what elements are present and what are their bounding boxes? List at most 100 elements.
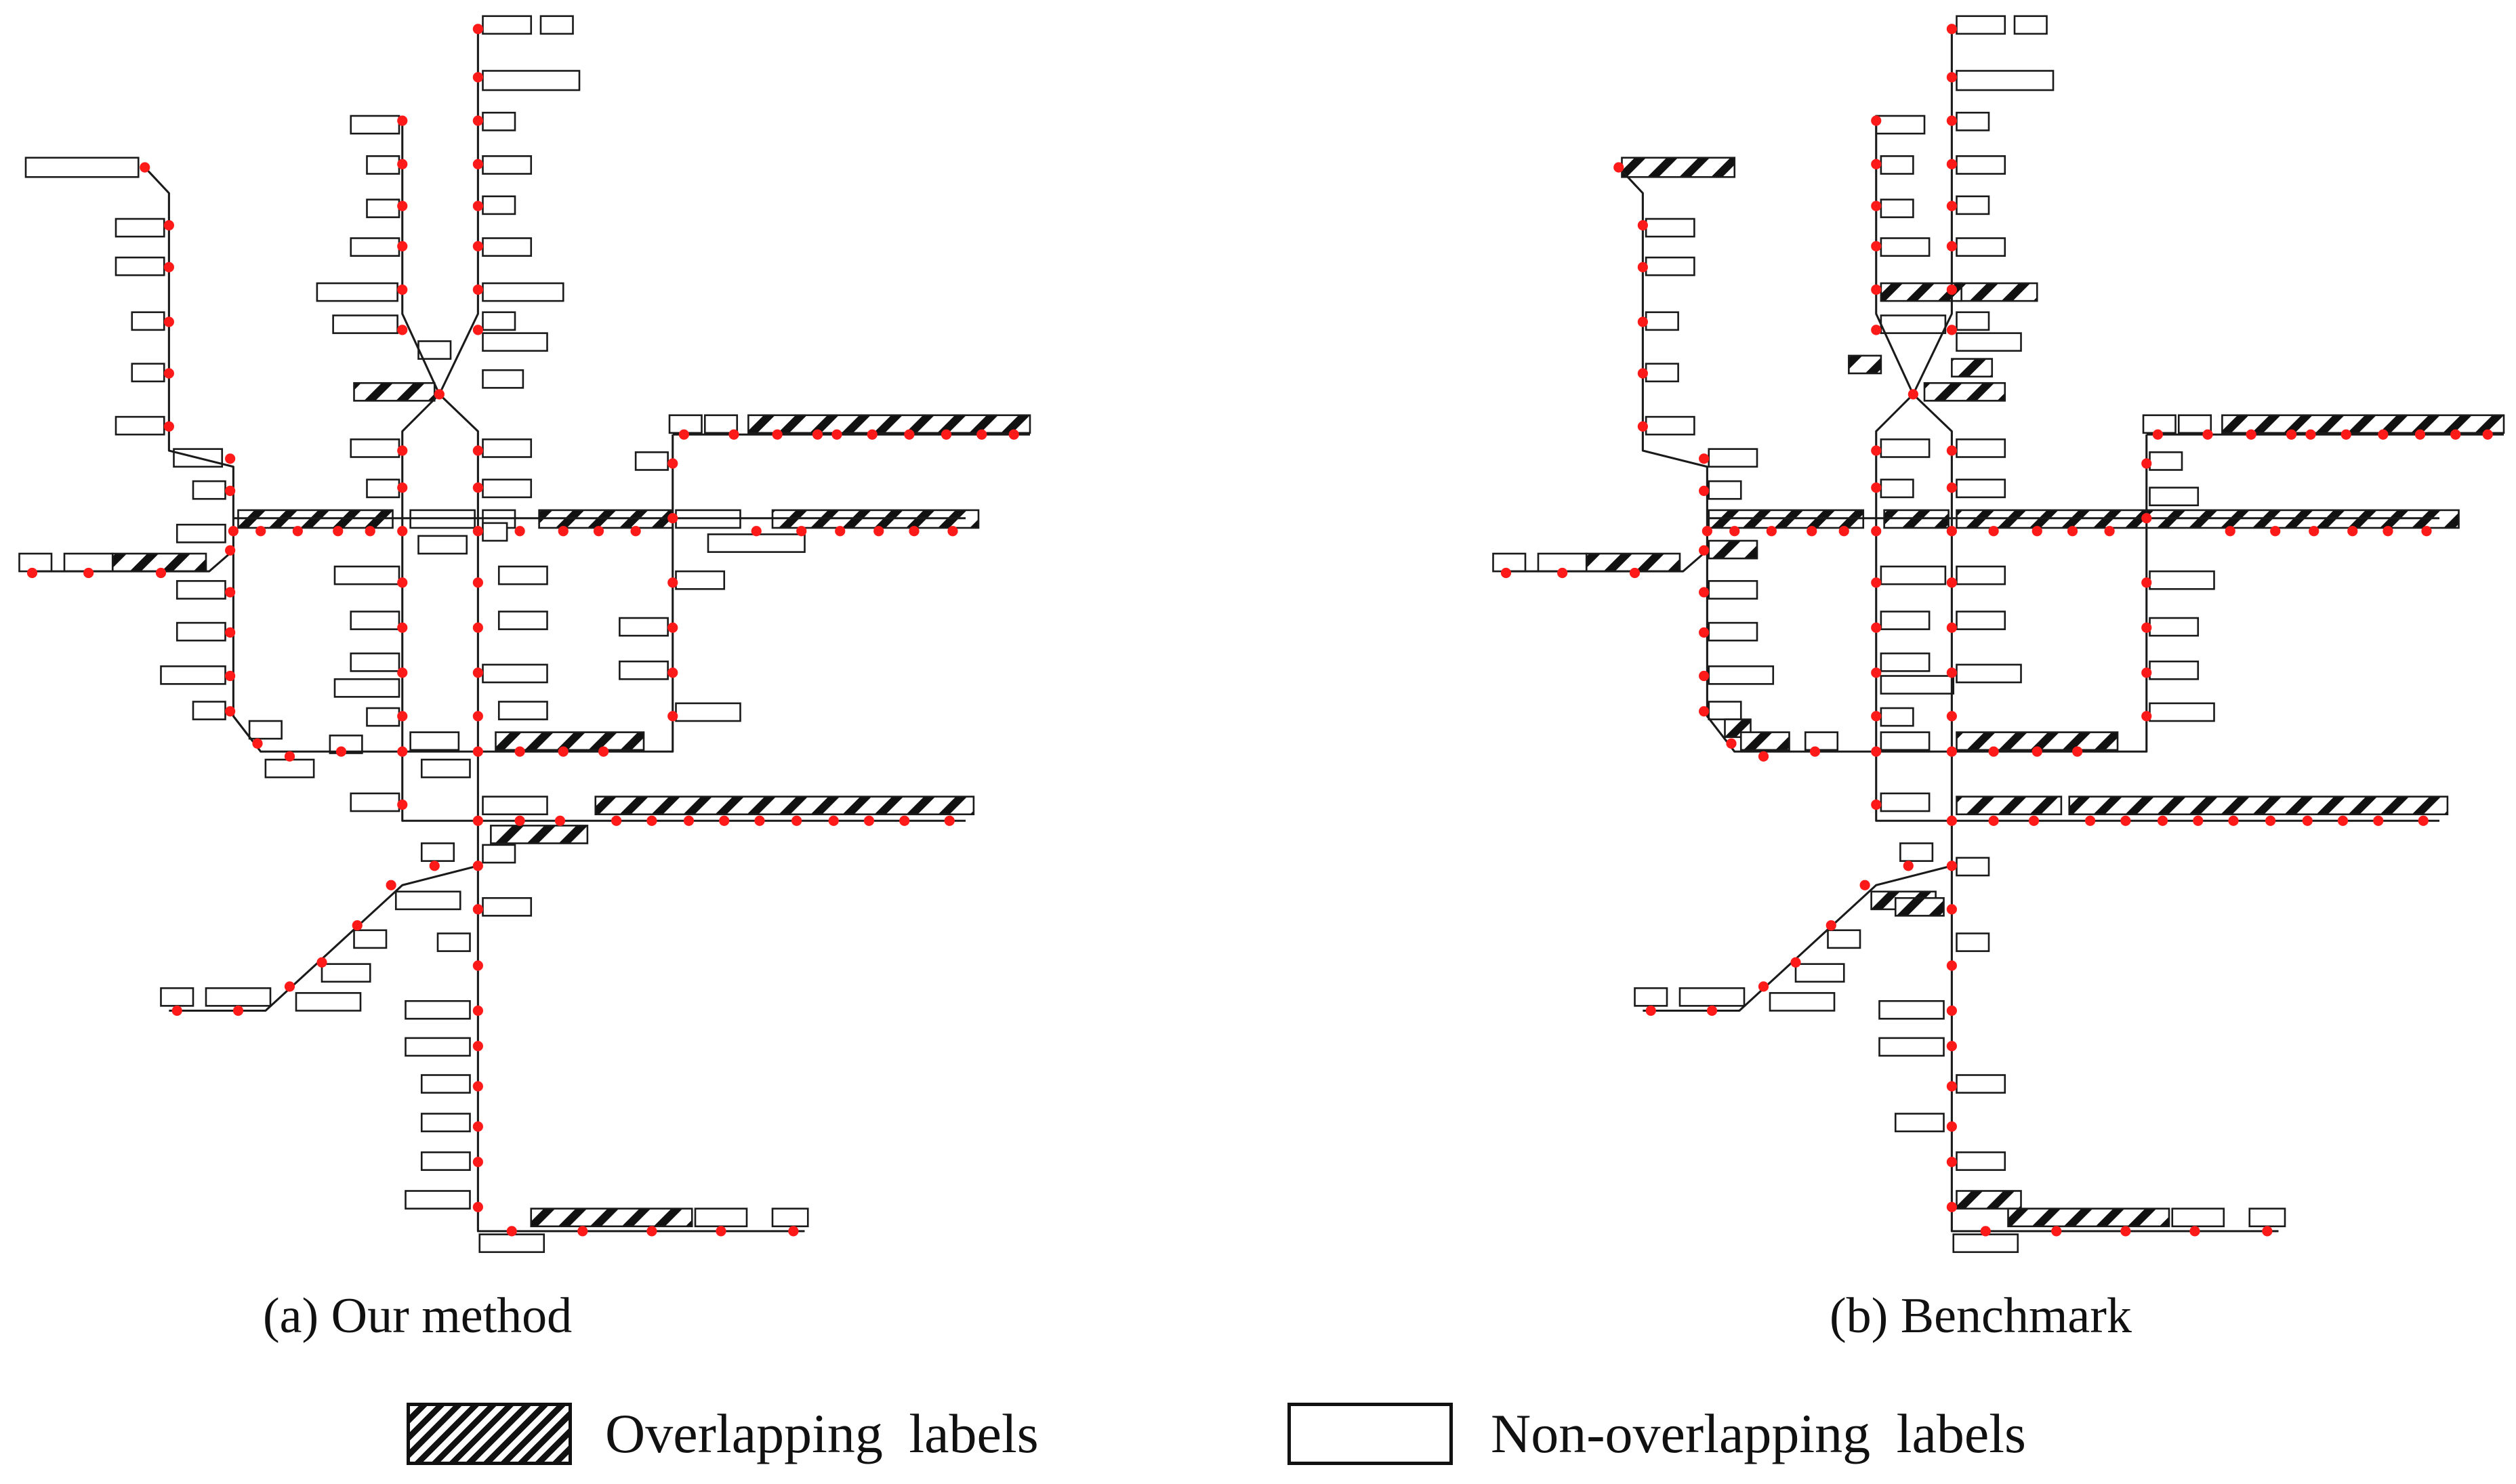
metro-line [169, 865, 478, 1012]
station-dot [1946, 201, 1957, 211]
station-dot [835, 526, 846, 537]
station-dot [2265, 815, 2276, 826]
station-dot [2418, 815, 2429, 826]
station-dot [772, 429, 783, 440]
label-box [321, 963, 371, 983]
station-dot [593, 526, 604, 537]
station-dot [472, 960, 483, 971]
label-box [1894, 1113, 1945, 1132]
label-box [420, 758, 471, 779]
label-box [160, 665, 226, 685]
label-box [482, 438, 533, 458]
station-dot [2141, 458, 2152, 469]
legend-non-overlapping-swatch [1287, 1403, 1453, 1465]
station-dot [397, 284, 408, 295]
label-box [1956, 237, 2006, 257]
station-dot [472, 904, 483, 915]
label-box [1956, 70, 2055, 91]
station-dot [1699, 545, 1710, 556]
station-dot [1758, 751, 1769, 762]
station-dot [1946, 960, 1957, 971]
station-dot [171, 1005, 182, 1016]
station-dot [719, 815, 730, 826]
station-dot [2373, 815, 2384, 826]
station-dot [873, 526, 884, 537]
label-box [394, 890, 461, 911]
station-dot [472, 1041, 483, 1052]
station-dot [1871, 445, 1882, 456]
station-dot [1871, 284, 1882, 295]
label-box [1880, 478, 1914, 499]
label-box [1708, 701, 1742, 720]
label-box [436, 932, 471, 952]
label-box [482, 311, 516, 331]
station-dot [397, 201, 408, 211]
overlapping-label-box [2007, 1208, 2170, 1228]
station-dot [397, 667, 408, 678]
label-box [482, 15, 533, 35]
station-dot [1871, 115, 1882, 126]
station-dot [252, 738, 263, 749]
station-dot [2305, 429, 2316, 440]
station-dot [1980, 1226, 1991, 1237]
label-box [366, 478, 400, 499]
overlapping-label-box [2068, 796, 2449, 816]
station-dot [2347, 526, 2358, 537]
label-box [115, 415, 165, 436]
station-dot [1946, 24, 1957, 35]
label-box [675, 570, 726, 590]
station-dot [1988, 815, 1999, 826]
label-box [353, 929, 388, 949]
station-dot [2378, 429, 2389, 440]
label-box [694, 1208, 748, 1228]
label-box [131, 311, 165, 331]
station-dot [333, 526, 344, 537]
station-dot [472, 482, 483, 493]
label-box [1880, 565, 1947, 585]
label-box [2149, 451, 2183, 471]
label-box [1645, 415, 1695, 436]
station-dot [788, 1226, 799, 1237]
overlapping-label-box [353, 382, 436, 402]
label-box [176, 580, 226, 600]
label-box [24, 157, 140, 178]
overlapping-label-box [1923, 382, 2006, 402]
station-dot [2421, 526, 2432, 537]
station-dot [2193, 815, 2204, 826]
label-box [192, 480, 226, 500]
label-box [1880, 652, 1931, 672]
label-box [1956, 1151, 2006, 1171]
station-dot [472, 815, 483, 826]
station-dot [397, 159, 408, 169]
station-dot [397, 482, 408, 493]
station-dot [472, 1121, 483, 1132]
label-box [1956, 15, 2006, 35]
station-dot [1988, 746, 1999, 757]
station-dot [2120, 815, 2131, 826]
station-dot [2482, 429, 2493, 440]
station-dot [335, 746, 347, 757]
station-dot [904, 429, 915, 440]
label-box [333, 678, 400, 698]
station-dot [472, 24, 483, 35]
legend-non-overlapping-label: Non-overlapping labels [1491, 1403, 2026, 1464]
label-box [482, 111, 516, 131]
label-box [482, 155, 533, 175]
legend-overlapping-swatch [407, 1403, 572, 1465]
station-dot [812, 429, 823, 440]
label-box [2149, 617, 2200, 637]
station-dot [2337, 815, 2349, 826]
metro-line [1952, 434, 2148, 753]
label-box [205, 987, 272, 1007]
station-dot [1699, 706, 1710, 717]
station-dot [667, 622, 678, 633]
label-box [350, 652, 400, 672]
label-box [332, 314, 398, 334]
label-box [1956, 438, 2006, 458]
label-box [405, 1190, 471, 1210]
label-box [1645, 218, 1695, 238]
label-box [420, 1151, 471, 1171]
station-dot [909, 526, 920, 537]
station-dot [976, 429, 987, 440]
station-dot [225, 706, 236, 717]
